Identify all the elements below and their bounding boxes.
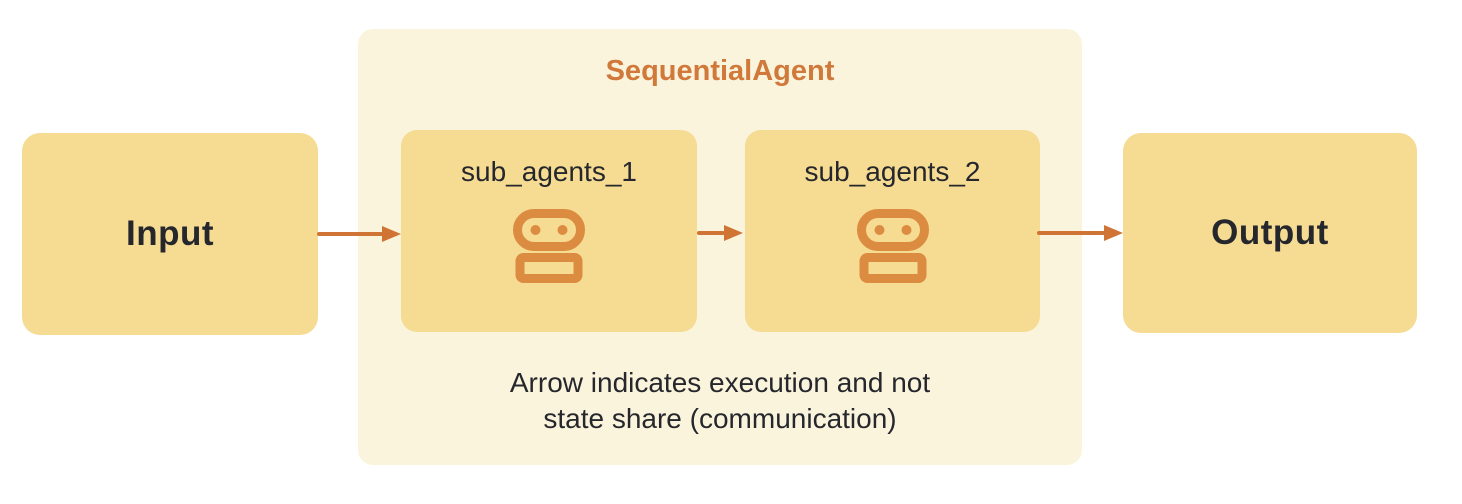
sub-agent-node-1: sub_agents_1 [401,130,697,332]
caption-line-2: state share (communication) [543,403,897,434]
robot-icon [856,209,929,283]
arrow-line [1037,231,1105,235]
caption: Arrow indicates execution and not state … [358,365,1082,437]
arrow-sub2-to-output [1037,224,1123,242]
sequential-agent-group: SequentialAgent sub_agents_1 sub_agents_… [358,29,1082,465]
group-title: SequentialAgent [605,55,835,87]
arrowhead-icon [1104,225,1123,241]
caption-line-1: Arrow indicates execution and not [509,367,931,398]
arrow-line [317,232,383,236]
arrow-line [697,231,725,235]
output-node: Output [1123,133,1417,333]
robot-icon [513,209,585,283]
input-node: Input [22,133,318,335]
sub-agent-node-2: sub_agents_2 [745,130,1040,332]
sub-agent-2-label: sub_agents_2 [804,156,981,187]
input-label: Input [125,214,215,253]
sub-agent-1-label: sub_agents_1 [461,156,637,187]
arrow-input-to-sub1 [317,225,401,243]
arrowhead-icon [382,226,401,242]
arrowhead-icon [724,225,743,241]
output-label: Output [1211,213,1329,252]
arrow-sub1-to-sub2 [697,224,743,242]
